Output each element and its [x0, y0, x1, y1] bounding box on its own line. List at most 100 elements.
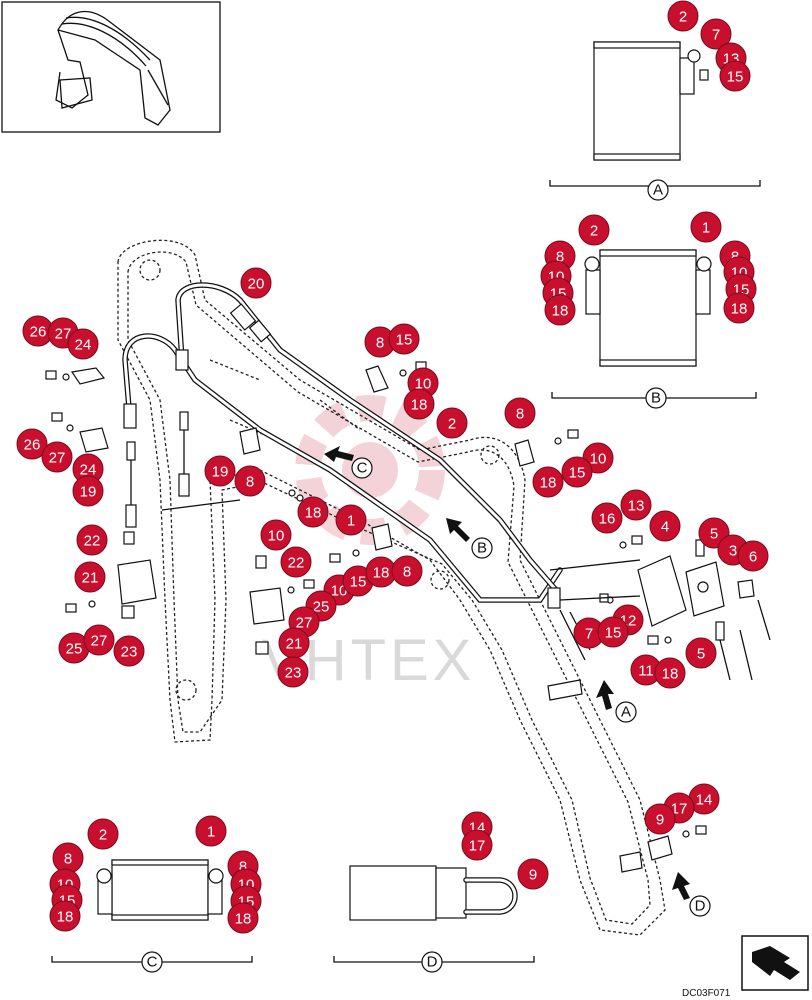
callout-number: 17 [469, 838, 486, 855]
callout-number: 5 [697, 646, 705, 663]
svg-text:D: D [427, 954, 438, 971]
part-callout-20[interactable]: 20 [240, 267, 272, 299]
callout-circle [87, 818, 119, 850]
part-callout-18[interactable]: 18 [365, 556, 397, 588]
callout-number: 2 [448, 416, 456, 433]
part-callout-8[interactable]: 8 [504, 397, 536, 429]
callout-number: 8 [376, 335, 384, 352]
part-callout-26[interactable]: 26 [16, 428, 48, 460]
callout-number: 1 [347, 513, 355, 530]
svg-text:D: D [695, 898, 706, 915]
hose-19-assemblies [125, 411, 190, 528]
part-callout-11[interactable]: 11 [630, 654, 662, 686]
part-callout-16[interactable]: 16 [591, 502, 623, 534]
view-label-c-main: C [351, 457, 373, 479]
part-callout-1[interactable]: 1 [690, 211, 722, 243]
part-callout-8[interactable]: 8 [234, 465, 266, 497]
callout-circle [67, 328, 99, 360]
part-callout-8[interactable]: 8 [52, 842, 84, 874]
part-callout-26[interactable]: 26 [22, 315, 54, 347]
part-callout-27[interactable]: 27 [83, 624, 115, 656]
callout-number: 5 [710, 526, 718, 543]
callout-number: 18 [540, 475, 557, 492]
part-callout-14[interactable]: 14 [688, 783, 720, 815]
callout-circle [49, 900, 81, 932]
callout-number: 9 [656, 812, 664, 829]
callout-number: 8 [556, 249, 564, 266]
part-callout-18[interactable]: 18 [532, 466, 564, 498]
next-page-icon[interactable] [741, 935, 809, 991]
part-callout-5[interactable]: 5 [685, 637, 717, 669]
part-callout-1[interactable]: 1 [195, 815, 227, 847]
part-callout-10[interactable]: 10 [260, 519, 292, 551]
callout-number: 18 [305, 505, 322, 522]
callout-number: 13 [628, 498, 645, 515]
part-callout-19[interactable]: 19 [72, 475, 104, 507]
part-callout-23[interactable]: 23 [113, 635, 145, 667]
svg-text:B: B [477, 540, 487, 557]
part-callout-24[interactable]: 24 [72, 453, 104, 485]
callout-circle [335, 504, 367, 536]
callout-number: 25 [66, 641, 83, 658]
part-callout-19[interactable]: 19 [204, 455, 236, 487]
part-callout-18[interactable]: 18 [654, 657, 686, 689]
part-callout-15[interactable]: 15 [388, 323, 420, 355]
part-callout-22[interactable]: 22 [76, 524, 108, 556]
part-callout-9[interactable]: 9 [644, 803, 676, 835]
part-callout-24[interactable]: 24 [67, 328, 99, 360]
callout-number: 26 [30, 324, 47, 341]
part-callout-7[interactable]: 7 [700, 18, 732, 50]
callout-circle [690, 211, 722, 243]
callout-circle [561, 456, 593, 488]
part-callout-15[interactable]: 15 [561, 456, 593, 488]
callout-circle [591, 502, 623, 534]
callout-circle [723, 292, 755, 324]
callout-number: 15 [605, 625, 622, 642]
part-callout-13[interactable]: 13 [620, 489, 652, 521]
part-callout-6[interactable]: 6 [737, 540, 769, 572]
part-callout-18[interactable]: 18 [49, 900, 81, 932]
part-callout-17[interactable]: 17 [461, 829, 493, 861]
part-callout-15[interactable]: 15 [342, 565, 374, 597]
part-callout-8[interactable]: 8 [391, 555, 423, 587]
callout-number: 15 [727, 69, 744, 86]
part-callout-2[interactable]: 2 [578, 214, 610, 246]
callout-number: 27 [55, 326, 72, 343]
callout-circle [461, 829, 493, 861]
callout-number: 27 [91, 633, 108, 650]
clamps-and-blocks [70, 365, 755, 873]
part-callout-18[interactable]: 18 [723, 292, 755, 324]
svg-text:A: A [653, 182, 663, 199]
callout-circle [700, 18, 732, 50]
part-callout-27[interactable]: 27 [41, 441, 73, 473]
callout-number: 17 [671, 801, 688, 818]
part-callout-8[interactable]: 8 [364, 326, 396, 358]
callout-circle [240, 267, 272, 299]
part-callout-21[interactable]: 21 [278, 627, 310, 659]
view-label-a-main: A [615, 701, 637, 723]
part-callout-2[interactable]: 2 [87, 818, 119, 850]
part-callout-18[interactable]: 18 [297, 496, 329, 528]
part-callout-1[interactable]: 1 [335, 504, 367, 536]
callout-circle [654, 657, 686, 689]
callout-number: 20 [248, 276, 265, 293]
svg-text:C: C [147, 954, 158, 971]
part-callout-23[interactable]: 23 [277, 656, 309, 688]
part-callout-2[interactable]: 2 [436, 407, 468, 439]
part-callout-15[interactable]: 15 [597, 616, 629, 648]
part-callout-15[interactable]: 15 [719, 60, 751, 92]
part-callout-18[interactable]: 18 [403, 388, 435, 420]
part-callout-18[interactable]: 18 [227, 902, 259, 934]
part-callout-4[interactable]: 4 [649, 510, 681, 542]
callout-circle [76, 524, 108, 556]
part-callout-2[interactable]: 2 [667, 0, 699, 32]
callout-circle [41, 441, 73, 473]
callout-circle [195, 815, 227, 847]
part-callout-18[interactable]: 18 [544, 294, 576, 326]
callout-circle [532, 466, 564, 498]
part-callout-9[interactable]: 9 [517, 858, 549, 890]
part-callout-21[interactable]: 21 [74, 561, 106, 593]
callout-circle [737, 540, 769, 572]
part-callout-22[interactable]: 22 [280, 546, 312, 578]
